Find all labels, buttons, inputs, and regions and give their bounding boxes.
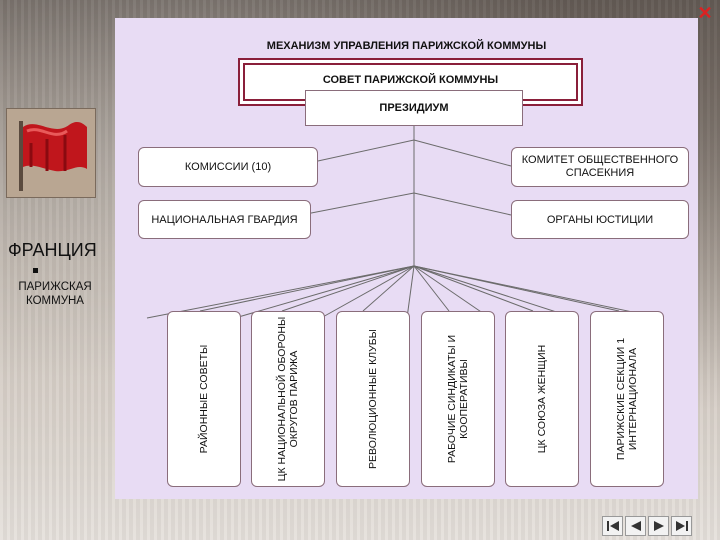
previous-slide-icon[interactable] — [625, 516, 646, 536]
council-label: СОВЕТ ПАРИЖСКОЙ КОММУНЫ — [323, 74, 498, 86]
sidebar-title: ФРАНЦИЯ — [8, 240, 97, 261]
org-label: ПАРИЖСКИЕ СЕКЦИИ 1 ИНТЕРНАЦИОНАЛА — [615, 314, 639, 484]
presidium-box: ПРЕЗИДИУМ — [305, 90, 523, 126]
org-label: РАЙОННЫЕ СОВЕТЫ — [198, 314, 210, 484]
org-box-international-sections: ПАРИЖСКИЕ СЕКЦИИ 1 ИНТЕРНАЦИОНАЛА — [590, 311, 664, 487]
org-box-revolutionary-clubs: РЕВОЛЮЦИОННЫЕ КЛУБЫ — [336, 311, 410, 487]
bullet — [33, 268, 38, 273]
diagram-title: МЕХАНИЗМ УПРАВЛЕНИЯ ПАРИЖСКОЙ КОММУНЫ — [115, 40, 698, 52]
last-slide-icon[interactable] — [671, 516, 692, 536]
justice-box: ОРГАНЫ ЮСТИЦИИ — [511, 200, 689, 239]
national-guard-label: НАЦИОНАЛЬНАЯ ГВАРДИЯ — [151, 214, 297, 226]
slide-navigation — [602, 516, 694, 536]
commissions-box: КОМИССИИ (10) — [138, 147, 318, 187]
red-flag-icon — [6, 108, 96, 198]
org-label: ЦК НАЦИОНАЛЬНОЙ ОБОРОНЫ ОКРУГОВ ПАРИЖА — [276, 314, 300, 484]
sidebar-subtitle: ПАРИЖСКАЯ КОММУНА — [10, 280, 100, 308]
committee-label: КОМИТЕТ ОБЩЕСТВЕННОГО СПАСЕКНИЯ — [512, 154, 688, 180]
org-label: ЦК СОЮЗА ЖЕНЩИН — [536, 314, 548, 484]
org-box-national-defense: ЦК НАЦИОНАЛЬНОЙ ОБОРОНЫ ОКРУГОВ ПАРИЖА — [251, 311, 325, 487]
org-box-district-councils: РАЙОННЫЕ СОВЕТЫ — [167, 311, 241, 487]
org-box-womens-union: ЦК СОЮЗА ЖЕНЩИН — [505, 311, 579, 487]
org-box-syndicates: РАБОЧИЕ СИНДИКАТЫ И КООПЕРАТИВЫ — [421, 311, 495, 487]
justice-label: ОРГАНЫ ЮСТИЦИИ — [547, 214, 653, 226]
committee-box: КОМИТЕТ ОБЩЕСТВЕННОГО СПАСЕКНИЯ — [511, 147, 689, 187]
presidium-label: ПРЕЗИДИУМ — [379, 102, 448, 114]
commissions-label: КОМИССИИ (10) — [185, 161, 271, 173]
next-slide-icon[interactable] — [648, 516, 669, 536]
org-label: РЕВОЛЮЦИОННЫЕ КЛУБЫ — [367, 314, 379, 484]
first-slide-icon[interactable] — [602, 516, 623, 536]
national-guard-box: НАЦИОНАЛЬНАЯ ГВАРДИЯ — [138, 200, 311, 239]
diagram-panel: МЕХАНИЗМ УПРАВЛЕНИЯ ПАРИЖСКОЙ КОММУНЫ СО… — [115, 18, 698, 499]
org-label: РАБОЧИЕ СИНДИКАТЫ И КООПЕРАТИВЫ — [446, 314, 470, 484]
